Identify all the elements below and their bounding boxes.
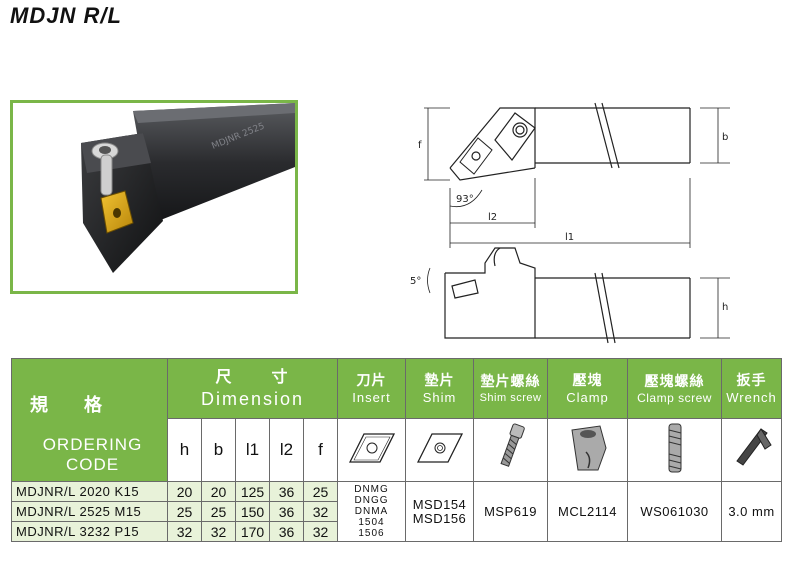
row-1-code: MDJNR/L 2020 K15 (11, 481, 168, 502)
header-shim-screw-en: Shim screw (479, 391, 542, 404)
header-dimension: 尺寸 Dimension (167, 357, 338, 420)
header-shim-en: Shim (422, 390, 457, 406)
shim-part-cell: MSD154 MSD156 (405, 481, 474, 542)
product-photo: MDJNR 2525 (10, 100, 298, 294)
header-wrench-en: Wrench (726, 390, 777, 406)
row-3-h: 32 (167, 521, 202, 542)
header-clamp-en: Clamp (566, 390, 609, 406)
header-wrench: 扳手 Wrench (721, 357, 782, 420)
header-shim: 墊片 Shim (405, 357, 474, 420)
technical-drawing: f b l2 l1 h 93° 5° (400, 98, 799, 353)
header-shim-cn: 墊片 (424, 372, 455, 389)
row-1-l2: 36 (269, 481, 304, 502)
tool-holder-image: MDJNR 2525 (81, 103, 295, 273)
shim-screw-image-cell (473, 418, 548, 482)
dim-label-l2: l2 (488, 212, 497, 223)
insert-part-3: DNMA (354, 506, 389, 517)
header-clamp-screw: 壓塊螺絲 Clamp screw (627, 357, 722, 420)
subheader-l2: l2 (269, 418, 304, 482)
clamp-screw-icon (668, 423, 681, 473)
insert-part-cell: DNMG DNGG DNMA 1504 1506 (337, 481, 406, 542)
shim-part-2: MSD156 (412, 510, 467, 526)
hex-wrench-icon (735, 427, 772, 466)
header-shim-screw-cn: 墊片螺絲 (480, 372, 541, 389)
row-2-h: 25 (167, 501, 202, 522)
subheader-b: b (201, 418, 236, 482)
header-clamp-screw-en: Clamp screw (637, 390, 712, 405)
row-3-l1: 170 (235, 521, 270, 542)
ordering-table: 規格 ORDERING CODE 尺寸 Dimension 刀片 Insert … (11, 357, 782, 542)
dim-label-f: f (418, 140, 422, 151)
header-clamp-cn: 壓塊 (572, 372, 603, 389)
row-3-l2: 36 (269, 521, 304, 542)
header-guige-cell: 規格 ORDERING CODE (11, 358, 168, 482)
page-title: MDJN R/L (10, 3, 122, 28)
header-insert-en: Insert (352, 390, 391, 406)
header-ordering-code: ORDERING CODE (42, 435, 143, 474)
header-clamp-screw-cn: 壓塊螺絲 (644, 372, 705, 389)
dimension-drawing: f b l2 l1 h 93° 5° (410, 102, 730, 344)
header-dimension-cn: 尺寸 (215, 368, 328, 386)
header-insert: 刀片 Insert (337, 357, 406, 420)
insert-part-5: 1506 (358, 528, 385, 539)
row-2-l1: 150 (235, 501, 270, 522)
row-3-b: 32 (201, 521, 236, 542)
row-3-f: 32 (303, 521, 338, 542)
dim-label-l1: l1 (565, 232, 574, 243)
subheader-l1: l1 (235, 418, 270, 482)
shim-screw-icon (499, 423, 525, 467)
shim-part-1: MSD154 (412, 496, 467, 512)
clamp-part: MCL2114 (547, 481, 628, 542)
row-2-b: 25 (201, 501, 236, 522)
insert-part-4: 1504 (358, 517, 385, 528)
clamp-screw-part: WS061030 (627, 481, 722, 542)
row-1-f: 25 (303, 481, 338, 502)
insert-part-1: DNMG (354, 484, 389, 495)
header-insert-cn: 刀片 (356, 372, 387, 389)
angle-93-label: 93° (456, 194, 474, 205)
row-1-l1: 125 (235, 481, 270, 502)
row-1-b: 20 (201, 481, 236, 502)
subheader-f: f (303, 418, 338, 482)
header-clamp: 壓塊 Clamp (547, 357, 628, 420)
clamp-image-cell (547, 418, 628, 482)
header-dimension-en: Dimension (200, 388, 305, 409)
shim-screw-part: MSP619 (473, 481, 548, 542)
clamp-screw-image-cell (627, 418, 722, 482)
header-wrench-cn: 扳手 (736, 372, 767, 389)
wrench-image-cell (721, 418, 782, 482)
row-2-f: 32 (303, 501, 338, 522)
row-3-code: MDJNR/L 3232 P15 (11, 521, 168, 542)
dim-label-b: b (722, 132, 728, 143)
insert-icon (348, 433, 395, 463)
header-shim-screw: 墊片螺絲 Shim screw (473, 357, 548, 420)
insert-part-2: DNGG (354, 495, 389, 506)
row-2-l2: 36 (269, 501, 304, 522)
dim-label-h: h (722, 302, 728, 313)
shim-image-cell (405, 418, 474, 482)
clamp-icon (570, 425, 607, 471)
subheader-h: h (167, 418, 202, 482)
wrench-size: 3.0 mm (721, 481, 782, 542)
row-1-h: 20 (167, 481, 202, 502)
row-2-code: MDJNR/L 2525 M15 (11, 501, 168, 522)
angle-5-label: 5° (410, 276, 421, 287)
shim-icon (416, 433, 463, 463)
header-guige: 規格 (30, 395, 138, 415)
insert-image-cell (337, 418, 406, 482)
